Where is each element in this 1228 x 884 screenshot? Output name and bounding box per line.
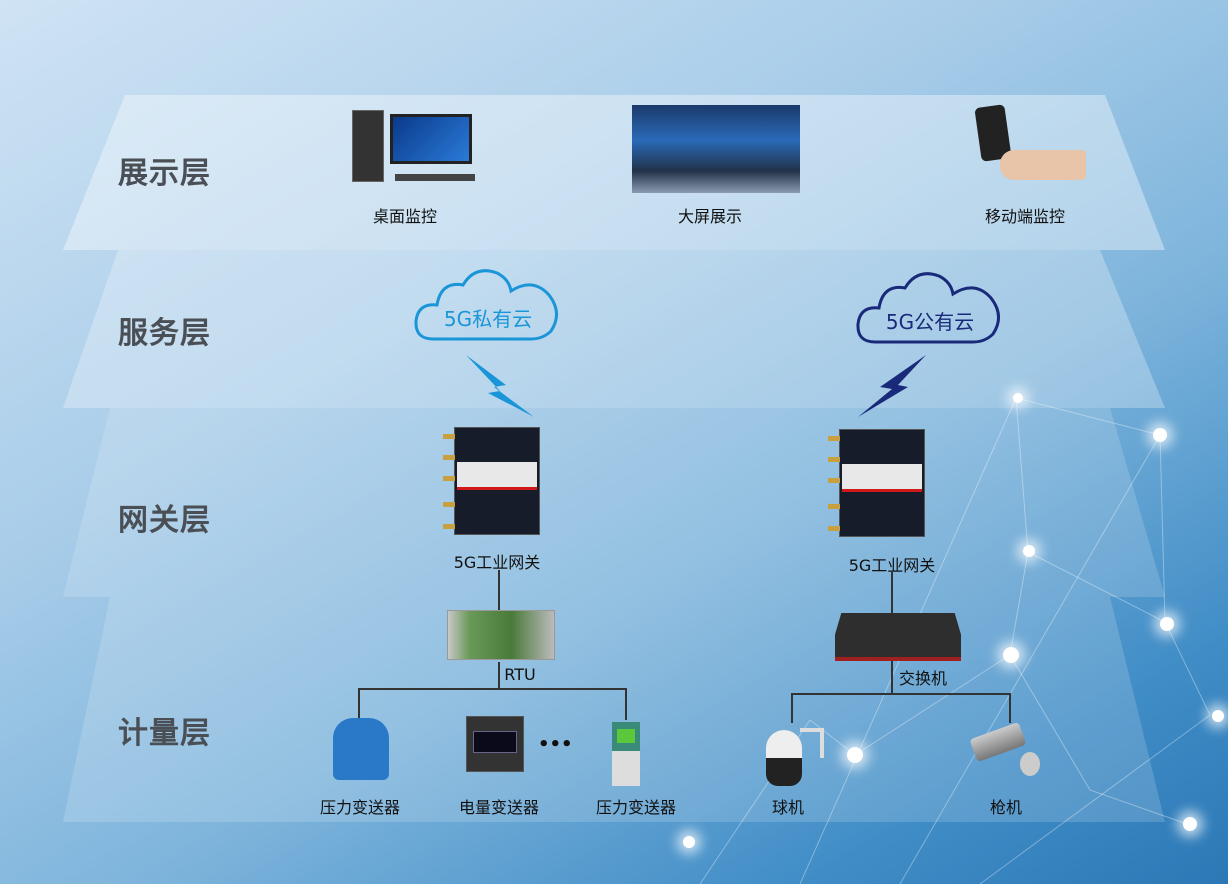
pressure-transmitter-icon xyxy=(333,718,389,780)
network-node xyxy=(1183,817,1197,831)
large-screen-label: 大屏展示 xyxy=(677,207,743,226)
hand-image xyxy=(1000,150,1086,180)
connector-line xyxy=(358,688,360,720)
connector-line xyxy=(498,662,500,690)
connector-line xyxy=(1009,693,1011,723)
gateway-device-right xyxy=(828,429,925,537)
private-cloud: 5G私有云 xyxy=(413,265,563,345)
lightning-icon-private xyxy=(466,355,534,417)
service-layer-band xyxy=(63,250,1165,408)
desktop-monitor-icon xyxy=(390,114,472,164)
gateway-device-left xyxy=(443,427,540,535)
network-node xyxy=(1013,393,1023,403)
connector-line xyxy=(791,693,793,723)
large-screen-image xyxy=(632,105,800,193)
rtu-device xyxy=(447,610,555,660)
desktop-tower-icon xyxy=(352,110,384,182)
network-node xyxy=(1023,545,1035,557)
layer-label-service: 服务层 xyxy=(118,316,211,351)
camera-mount-icon xyxy=(1020,752,1040,776)
connector-line xyxy=(791,693,1011,695)
gateway-label-right: 5G工业网关 xyxy=(848,556,936,575)
gateway-layer-band xyxy=(63,408,1165,597)
connector-line xyxy=(625,688,627,720)
cloud-icon xyxy=(414,269,558,341)
device-label: 电量变送器 xyxy=(458,798,540,817)
device-label: 压力变送器 xyxy=(595,798,677,817)
network-node xyxy=(1153,428,1167,442)
camera-mount-icon xyxy=(800,728,824,758)
layer-label-display: 展示层 xyxy=(118,156,211,191)
network-node xyxy=(683,836,695,848)
more-devices-ellipsis: ••• xyxy=(538,734,573,755)
pressure-transmitter-icon xyxy=(612,722,640,786)
dome-camera-icon xyxy=(766,730,802,786)
public-cloud: 5G公有云 xyxy=(855,268,1005,348)
switch-label: 交换机 xyxy=(898,669,948,688)
power-transmitter-icon xyxy=(466,716,524,772)
network-node xyxy=(847,747,863,763)
network-node xyxy=(1212,710,1224,722)
network-node xyxy=(1160,617,1174,631)
cloud-icon xyxy=(856,272,1000,344)
rtu-label: RTU xyxy=(504,665,536,684)
network-node xyxy=(1003,647,1019,663)
device-label: 压力变送器 xyxy=(319,798,401,817)
mobile-monitoring-label: 移动端监控 xyxy=(984,207,1066,226)
layer-label-gateway: 网关层 xyxy=(118,503,211,538)
lightning-icon-public xyxy=(858,355,926,417)
gateway-label-left: 5G工业网关 xyxy=(453,553,541,572)
device-label: 枪机 xyxy=(989,798,1023,817)
connector-line xyxy=(498,570,500,610)
connector-line xyxy=(358,688,627,690)
network-decoration xyxy=(700,397,1211,884)
layer-label-metering: 计量层 xyxy=(118,716,211,751)
connector-line xyxy=(891,572,893,616)
desktop-monitoring-label: 桌面监控 xyxy=(372,207,438,226)
device-label: 球机 xyxy=(771,798,805,817)
connector-line xyxy=(891,660,893,694)
network-switch-device xyxy=(835,613,961,661)
keyboard-icon xyxy=(395,174,475,181)
